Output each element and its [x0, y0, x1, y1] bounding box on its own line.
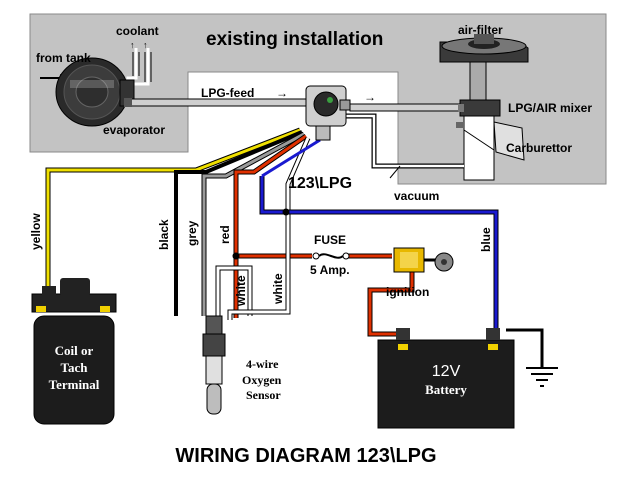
- coolant-arrow-up-2: ↑: [143, 40, 148, 50]
- wire-label-black: black: [157, 219, 171, 250]
- lpg-air-mixer: [458, 99, 501, 117]
- lpg-feed-arrow-2: →: [364, 90, 376, 104]
- lpg-feed-arrow-1: →: [276, 86, 288, 100]
- carburettor: [456, 115, 525, 181]
- blue-wire-junction: [282, 208, 290, 216]
- footer-title: WIRING DIAGRAM 123\LPG: [175, 445, 436, 467]
- wire-label-blue: blue: [479, 227, 493, 252]
- wire-label-grey: grey: [185, 220, 199, 246]
- fuse-label: FUSE: [314, 233, 346, 247]
- coil-label-3: Terminal: [49, 377, 100, 392]
- battery-label: Battery: [425, 382, 467, 397]
- wire-label-red: red: [218, 225, 232, 244]
- sensor-label-2: Oxygen: [242, 373, 282, 387]
- wire-label-yellow: yellow: [29, 213, 43, 250]
- red-wire-junction: [232, 252, 240, 260]
- evaporator-label: evaporator: [103, 123, 165, 137]
- ignition-switch: [393, 247, 454, 273]
- mixer-label: LPG/AIR mixer: [508, 101, 592, 115]
- vacuum-label: vacuum: [394, 189, 439, 203]
- fuse-rating: 5 Amp.: [310, 263, 350, 277]
- header-title: existing installation: [206, 29, 383, 50]
- wire-black: [174, 130, 303, 316]
- ignition-label: ignition: [386, 285, 429, 299]
- air-filter-label: air-filter: [458, 23, 503, 37]
- from-tank-label: from tank: [36, 51, 91, 65]
- wire-white-b: [227, 137, 311, 320]
- wire-label-white-a: white: [234, 275, 248, 307]
- wire-yellow: [45, 127, 301, 292]
- coil-label-1: Coil or: [55, 343, 94, 358]
- coil-terminal: [31, 278, 117, 425]
- carburettor-label: Carburettor: [506, 141, 572, 155]
- lpg-feed-label: LPG-feed: [201, 86, 254, 100]
- wire-grey: [201, 131, 306, 316]
- battery: [377, 328, 515, 429]
- fuse: [312, 252, 350, 260]
- controller-to-mixer-line: [349, 103, 463, 112]
- coil-label-2: Tach: [61, 360, 89, 375]
- battery-voltage: 12V: [432, 363, 461, 380]
- evaporator: [55, 57, 135, 127]
- oxygen-sensor: [202, 315, 226, 415]
- ground-symbol: [526, 367, 558, 387]
- wire-label-white-b: white: [271, 273, 285, 305]
- wire-red: [233, 133, 415, 337]
- controller-123lpg: [305, 85, 351, 141]
- wire-white-a: [215, 265, 253, 316]
- coolant-label: coolant: [116, 24, 159, 38]
- controller-label: 123\LPG: [288, 175, 352, 192]
- sensor-label-3: Sensor: [246, 388, 281, 402]
- air-filter: [439, 34, 529, 103]
- wire-blue: [259, 138, 499, 334]
- coolant-arrow-up-1: ↑: [130, 40, 135, 50]
- ground-connection: [506, 328, 544, 368]
- sensor-label-1: 4-wire: [246, 357, 279, 371]
